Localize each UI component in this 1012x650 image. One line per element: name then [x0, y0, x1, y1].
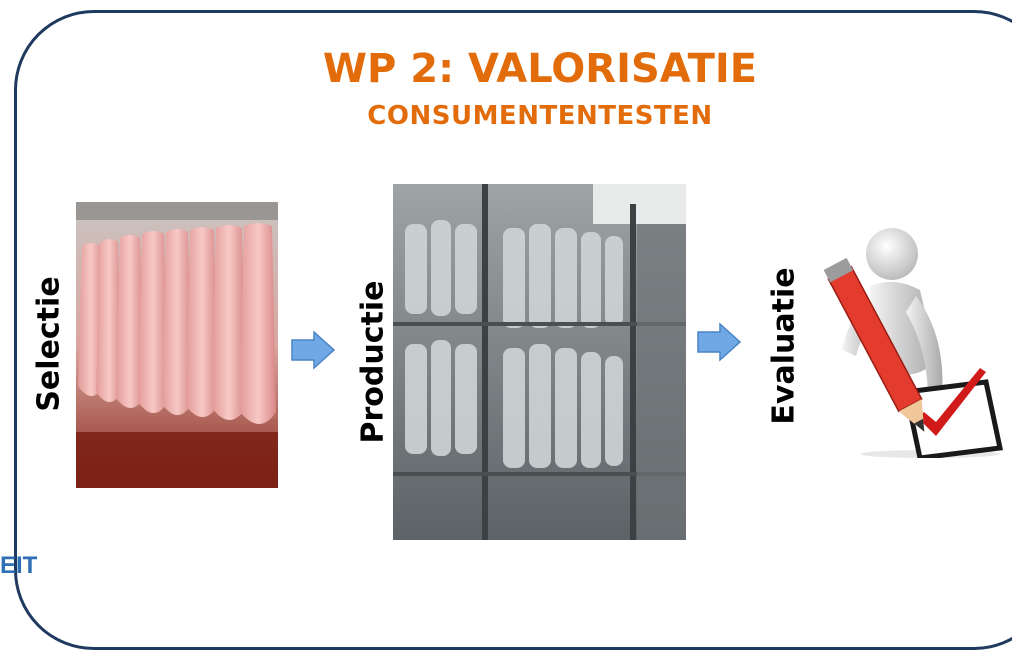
arrow-right-icon: [290, 330, 336, 374]
arrow-right-icon: [696, 322, 742, 366]
logo-fragment: EIT: [0, 552, 38, 579]
slide-title: WP 2: VALORISATIE: [322, 46, 758, 92]
drying-room-photo: [393, 184, 686, 540]
slide-subtitle: CONSUMENTENTESTEN: [367, 101, 713, 131]
pencil-checkbox-icon: [810, 222, 1006, 458]
pig-carcasses-photo: [76, 202, 278, 488]
